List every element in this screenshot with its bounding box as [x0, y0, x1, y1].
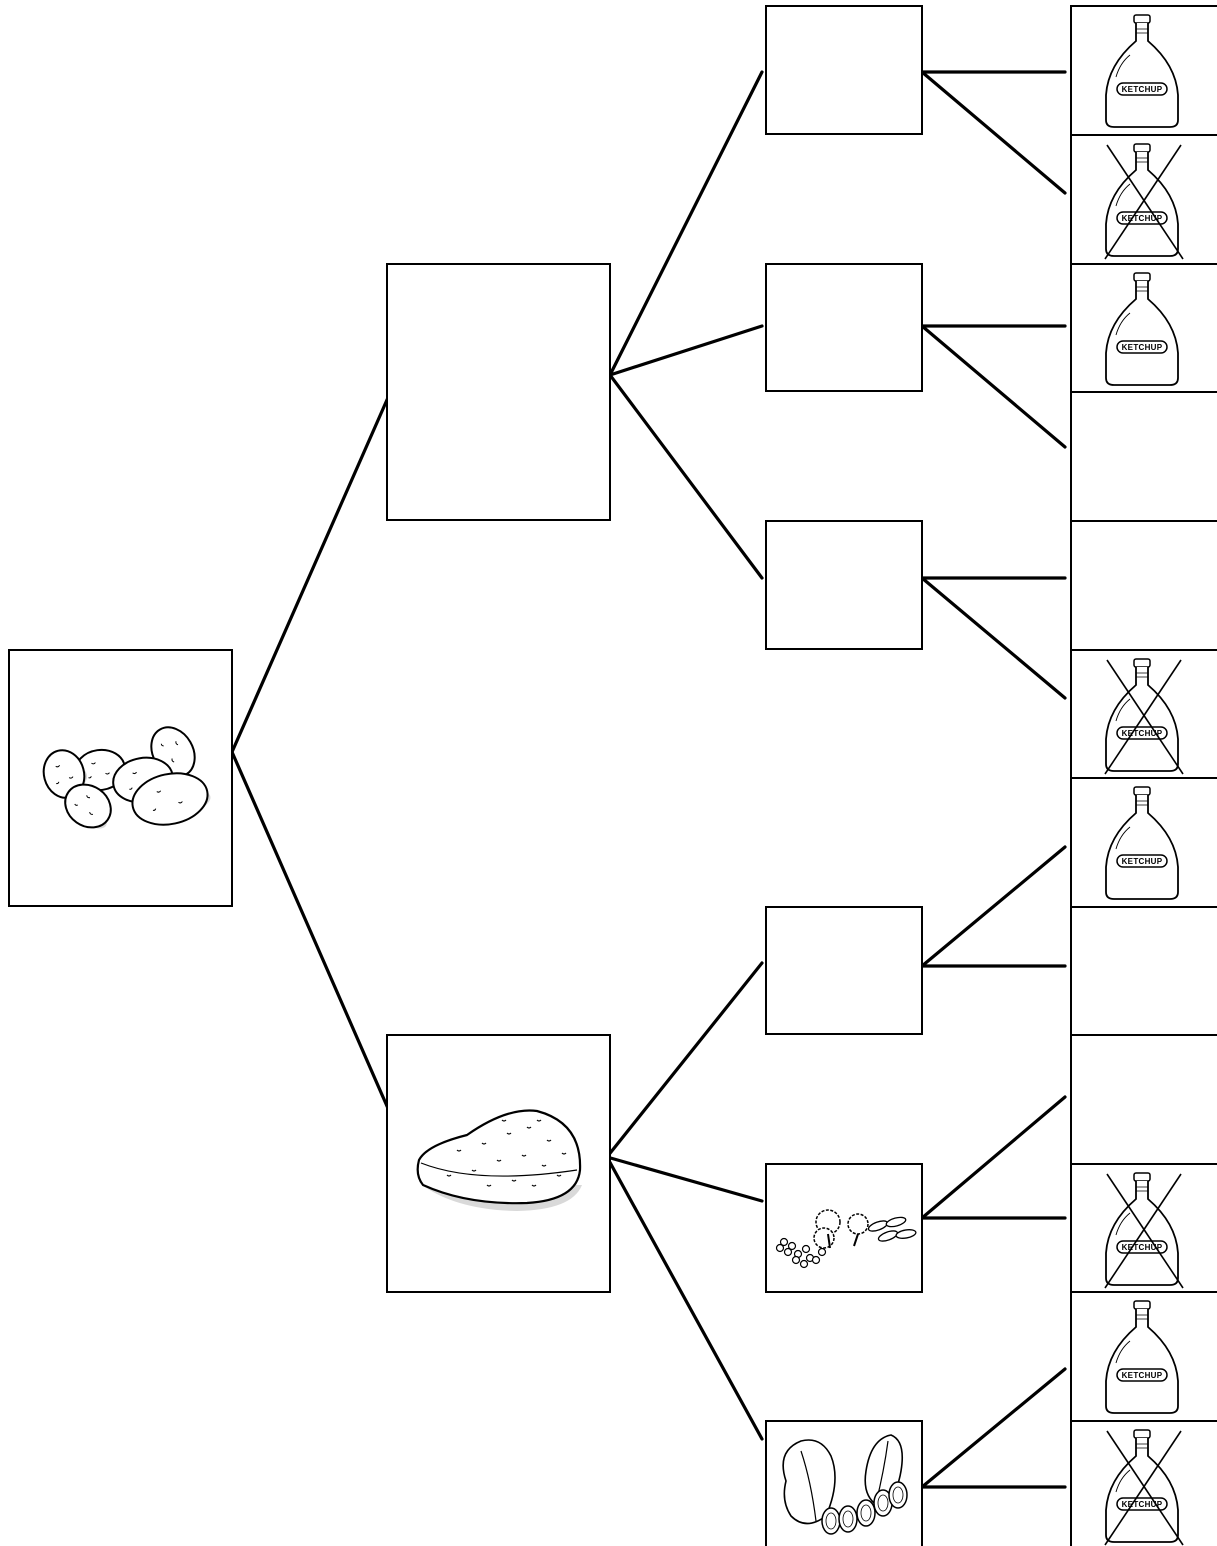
cross-out-line	[1106, 1430, 1184, 1546]
level-3-box	[765, 1163, 923, 1293]
level-4-box: KETCHUP	[1070, 1291, 1217, 1422]
level-3-box-frame	[765, 1163, 923, 1293]
connector-line	[605, 1155, 764, 1441]
connector-line	[920, 576, 1067, 700]
level-4-box: KETCHUP	[1070, 777, 1217, 908]
ketchup-bottle-crossed-icon: KETCHUP	[1104, 143, 1184, 260]
connector-line	[920, 1095, 1067, 1220]
bottle-label-text: KETCHUP	[1122, 857, 1163, 866]
level-3-box-frame	[765, 520, 923, 650]
level-3-box	[765, 520, 923, 650]
level-4-box-frame	[1070, 1034, 1217, 1165]
level-4-box: KETCHUP	[1070, 5, 1217, 136]
ketchup-bottle-icon: KETCHUP	[1105, 786, 1179, 900]
level-4-box	[1070, 1034, 1217, 1165]
level-4-box-frame	[1070, 520, 1217, 651]
potatoes-icon	[42, 726, 211, 829]
level-4-box-frame	[1070, 906, 1217, 1036]
connector-line	[608, 373, 764, 580]
connector-line	[230, 750, 392, 1115]
level-4-box: KETCHUP	[1070, 649, 1217, 779]
level-1-box	[8, 649, 233, 907]
level-3-box	[765, 5, 923, 135]
cross-out-line	[1104, 1430, 1182, 1546]
connector-line	[608, 70, 764, 377]
level-3-box-frame	[765, 906, 923, 1035]
bottle-label-text: KETCHUP	[1122, 1500, 1163, 1509]
mixed-vegetables-icon	[775, 1209, 917, 1269]
cross-out-line	[1106, 659, 1184, 775]
cross-out-line	[1106, 1173, 1184, 1289]
level-4-box: KETCHUP	[1070, 1163, 1217, 1293]
ketchup-bottle-crossed-icon: KETCHUP	[1104, 1429, 1184, 1546]
cross-out-line	[1104, 659, 1182, 775]
level-3-box	[765, 263, 923, 392]
mashed-potato-icon	[416, 1109, 582, 1211]
cross-out-line	[1106, 144, 1184, 260]
ketchup-bottle-icon: KETCHUP	[1105, 1300, 1179, 1414]
level-3-box	[765, 906, 923, 1035]
level-4-box: KETCHUP	[1070, 134, 1217, 265]
cross-out-line	[1104, 1173, 1182, 1289]
connector-line	[608, 324, 764, 377]
salad-icon	[782, 1434, 908, 1535]
cross-out-line	[1104, 144, 1182, 260]
connector-lines	[230, 70, 1067, 1489]
ketchup-bottle-icon: KETCHUP	[1105, 272, 1179, 386]
ketchup-bottle-icon: KETCHUP	[1105, 14, 1179, 128]
connector-line	[605, 1155, 764, 1203]
level-3-box-frame	[765, 5, 923, 135]
level-4-box-frame	[1070, 391, 1217, 522]
diagram-boxes: KETCHUP KETCHUP KETCHUP KETCHUP KETCHUP KETCH…	[8, 5, 1217, 1546]
level-3-box	[765, 1420, 923, 1546]
level-2-box-frame	[386, 263, 611, 521]
ketchup-bottle-crossed-icon: KETCHUP	[1104, 1172, 1184, 1289]
level-4-box: KETCHUP	[1070, 263, 1217, 393]
level-4-box	[1070, 906, 1217, 1036]
bottle-label-text: KETCHUP	[1122, 1371, 1163, 1380]
bottle-label-text: KETCHUP	[1122, 214, 1163, 223]
connector-line	[230, 391, 392, 754]
level-4-box: KETCHUP	[1070, 1420, 1217, 1546]
connector-line	[605, 961, 764, 1159]
ketchup-bottle-crossed-icon: KETCHUP	[1104, 658, 1184, 775]
bottle-label-text: KETCHUP	[1122, 343, 1163, 352]
level-2-box	[386, 1034, 611, 1293]
bottle-label-text: KETCHUP	[1122, 729, 1163, 738]
connector-line	[920, 845, 1067, 968]
connector-line	[920, 1367, 1067, 1489]
level-4-box	[1070, 520, 1217, 651]
connector-line	[920, 70, 1067, 195]
level-4-box	[1070, 391, 1217, 522]
connector-line	[920, 324, 1067, 449]
bottle-label-text: KETCHUP	[1122, 85, 1163, 94]
bottle-label-text: KETCHUP	[1122, 1243, 1163, 1252]
level-2-box	[386, 263, 611, 521]
level-3-box-frame	[765, 263, 923, 392]
